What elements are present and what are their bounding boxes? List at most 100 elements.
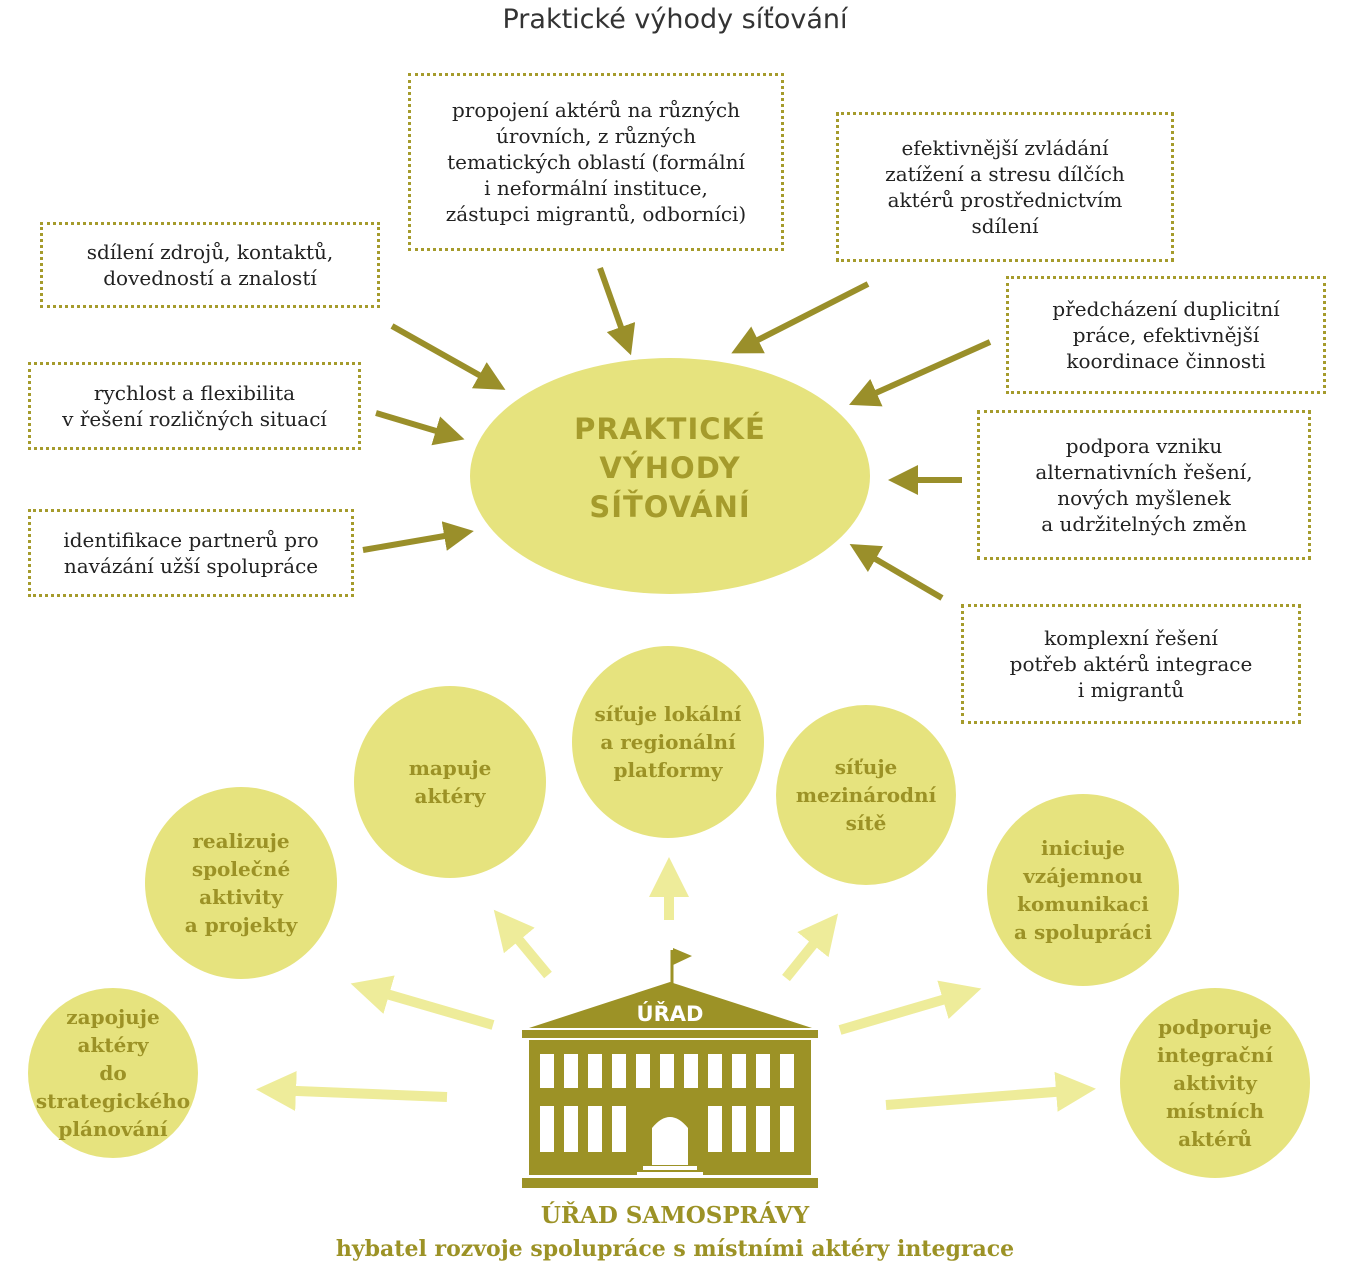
cornice	[522, 1030, 818, 1038]
action-5-line: mezinárodní	[795, 783, 937, 807]
action-circles	[28, 646, 1310, 1178]
action-circle-3	[354, 686, 546, 878]
pediment	[529, 982, 812, 1028]
arrow-benefit-4	[849, 339, 992, 407]
benefit-1-line: i neformální instituce,	[484, 176, 708, 200]
building-base	[522, 1178, 818, 1188]
action-6-line: komunikaci	[1017, 892, 1149, 916]
office-pediment-label: ÚŘAD	[636, 1002, 704, 1026]
action-4-line: a regionální	[600, 730, 736, 754]
action-3-line: mapuje	[408, 756, 492, 780]
action-6-line: vzájemnou	[1023, 864, 1143, 888]
action-7-line: podporuje	[1158, 1015, 1272, 1039]
arrow-action-6	[838, 980, 982, 1035]
benefit-box-6: podpora vzniku alternativních řešení, no…	[977, 410, 1311, 560]
benefit-5-line: rychlost a flexibilita	[93, 381, 296, 405]
action-label-6: iniciuje vzájemnou komunikaci a spoluprá…	[987, 794, 1179, 986]
benefit-2-line: efektivnější zvládání	[901, 136, 1109, 160]
action-label-7: podporuje integrační aktivity místních a…	[1120, 988, 1310, 1178]
benefit-8-line: i migrantů	[1077, 678, 1185, 702]
action-2-line: a projekty	[184, 913, 298, 937]
arrow-benefit-1	[597, 266, 636, 356]
hub-line: SÍŤOVÁNÍ	[589, 490, 751, 525]
benefit-2-line: sdílení	[971, 214, 1039, 238]
action-2-line: aktivity	[199, 885, 283, 909]
arrow-benefit-5	[375, 410, 465, 446]
benefit-7-line: navázání užší spolupráce	[63, 554, 319, 578]
action-label-2: realizuje společné aktivity a projekty	[145, 787, 337, 979]
benefit-3-line: sdílení zdrojů, kontaktů,	[86, 240, 334, 264]
action-6-line: a spolupráci	[1014, 920, 1152, 944]
step-1	[643, 1166, 697, 1170]
action-label-3: mapuje aktéry	[354, 686, 546, 878]
action-7-line: aktérů	[1178, 1127, 1252, 1151]
arrow-action-3	[493, 909, 552, 979]
office-name: ÚŘAD SAMOSPRÁVY	[540, 1202, 810, 1229]
benefit-6-line: a udržitelných změn	[1041, 512, 1247, 536]
benefit-1-line: propojení aktérů na různých	[451, 98, 741, 122]
page-title: Praktické výhody síťování	[502, 4, 848, 35]
benefit-box-4: předcházení duplicitní práce, efektivněj…	[1006, 276, 1326, 394]
flag-icon	[673, 948, 692, 965]
benefit-7-line: identifikace partnerů pro	[63, 528, 319, 552]
benefit-box-7: identifikace partnerů pro navázání užší …	[28, 509, 354, 597]
benefit-6-line: alternativních řešení,	[1035, 460, 1253, 484]
benefit-1-line: úrovních, z různých	[496, 124, 696, 148]
action-7-line: aktivity	[1173, 1071, 1257, 1095]
hub-line: VÝHODY	[599, 451, 741, 486]
action-5-line: síťuje	[834, 755, 898, 779]
building-windows	[540, 1054, 794, 1176]
benefit-2-line: aktérů prostřednictvím	[887, 188, 1123, 212]
action-label-1: zapojuje aktéry do strategického plánová…	[28, 988, 198, 1158]
action-6-line: iniciuje	[1040, 836, 1125, 860]
benefit-4-line: koordinace činnosti	[1066, 349, 1266, 373]
step-2	[637, 1172, 703, 1176]
action-7-line: integrační	[1157, 1043, 1273, 1067]
arrow-action-2	[350, 975, 495, 1030]
arrow-benefit-3	[390, 323, 506, 390]
benefit-box-5: rychlost a flexibilita v řešení rozličný…	[28, 362, 361, 450]
action-2-line: realizuje	[192, 829, 290, 853]
benefit-6-line: podpora vzniku	[1065, 434, 1223, 458]
arrow-action-1	[256, 1070, 448, 1111]
benefit-5-line: v řešení rozličných situací	[62, 407, 327, 431]
benefit-3-line: dovedností a znalostí	[103, 266, 317, 290]
action-arrows	[256, 857, 1096, 1112]
action-circle-1	[28, 988, 198, 1158]
action-circle-6	[987, 794, 1179, 986]
benefit-6-line: nových myšlenek	[1057, 486, 1231, 510]
hub-line: PRAKTICKÉ	[574, 412, 766, 446]
action-circle-7	[1120, 988, 1310, 1178]
benefit-box-8: komplexní řešení potřeb aktérů integrace…	[961, 604, 1301, 724]
action-1-line: aktéry	[77, 1033, 149, 1057]
arrow-benefit-7	[362, 521, 474, 553]
action-label-4: síťuje lokální a regionální platformy	[572, 646, 764, 838]
benefit-4-line: práce, efektivnější	[1072, 323, 1260, 347]
action-2-line: společné	[191, 857, 291, 881]
benefit-4-line: předcházení duplicitní	[1052, 297, 1280, 321]
action-1-line: do strategického	[35, 1061, 191, 1113]
hub-ellipse	[470, 358, 870, 594]
benefit-1-line: zástupci migrantů, odborníci)	[445, 202, 747, 226]
benefit-arrows	[362, 266, 992, 601]
action-1-line: plánování	[58, 1117, 168, 1141]
arrow-benefit-8	[849, 543, 944, 601]
arrow-action-7	[885, 1071, 1096, 1112]
action-3-line: aktéry	[414, 784, 486, 808]
benefit-1-line: tematických oblastí (formální	[447, 150, 745, 174]
benefit-8-line: potřeb aktérů integrace	[1009, 652, 1253, 676]
benefit-box-3: sdílení zdrojů, kontaktů, dovedností a z…	[40, 222, 380, 308]
action-7-line: místních	[1165, 1099, 1265, 1123]
action-circle-4	[572, 646, 764, 838]
action-4-line: síťuje lokální	[594, 702, 742, 726]
arrow-benefit-2	[731, 281, 870, 354]
action-5-line: sítě	[845, 811, 887, 835]
door	[652, 1117, 688, 1165]
action-label-5: síťuje mezinárodní sítě	[776, 705, 956, 885]
benefit-box-2: efektivnější zvládání zatížení a stresu …	[836, 112, 1174, 262]
benefit-8-line: komplexní řešení	[1044, 626, 1218, 650]
arrow-action-5	[782, 913, 839, 982]
benefit-2-line: zatížení a stresu dílčích	[885, 162, 1125, 186]
action-circle-5	[776, 705, 956, 885]
